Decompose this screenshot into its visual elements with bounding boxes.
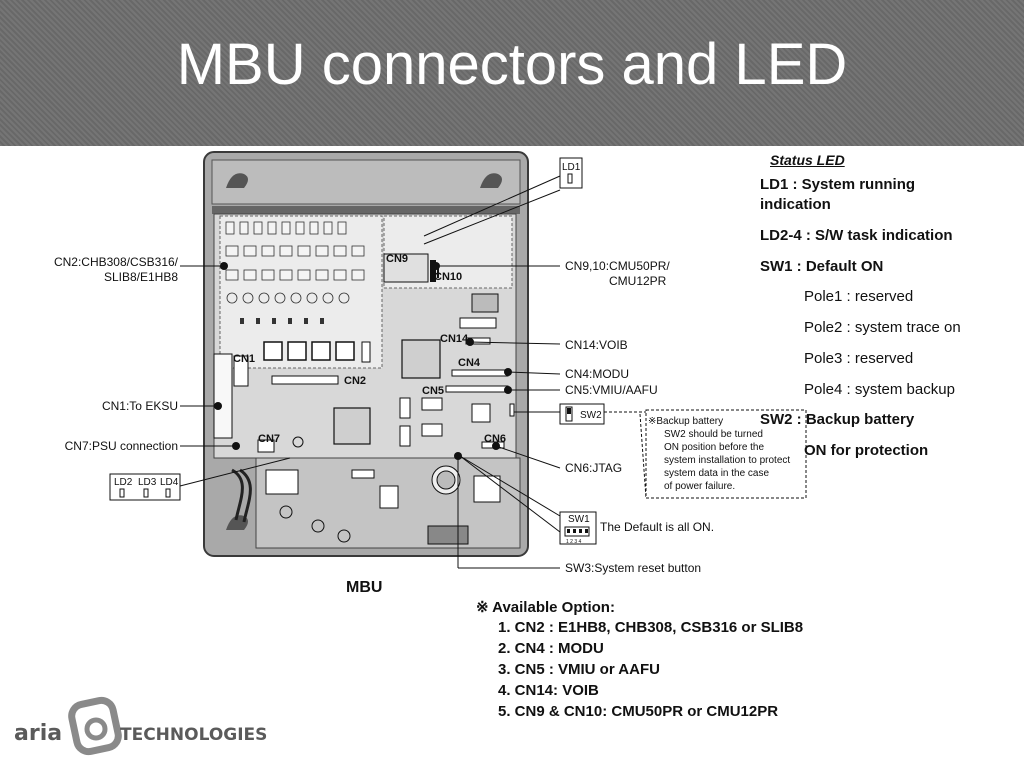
- ld3-label: LD3: [138, 477, 157, 488]
- pole-desc: Pole3 : reserved: [804, 350, 914, 367]
- cn5-chip-label: CN5: [422, 385, 444, 397]
- sw2-switch: SW2: [559, 403, 647, 499]
- board-chip-labels: CN9 CN10 CN1 CN2 CN14 CN4 CN5 CN6 CN7: [233, 253, 506, 445]
- backup-note-line: SW2 should be turned: [664, 429, 763, 440]
- cn7-chip-label: CN7: [258, 433, 280, 445]
- option-item: 2. CN4 : MODU: [498, 640, 604, 657]
- options-title: ※ Available Option:: [476, 599, 615, 616]
- pole-desc: Pole4 : system backup: [804, 381, 955, 398]
- psu-section: [231, 457, 521, 549]
- cn6-callout: CN6:JTAG: [565, 461, 622, 475]
- callout-dots: [214, 262, 512, 460]
- backup-note-line: system data in the case: [664, 468, 769, 479]
- callout-lines: [179, 175, 561, 569]
- logo-text-right: TECHNOLOGIES: [120, 725, 267, 745]
- sw1-pole-numbers: 1 2 3 4: [566, 539, 582, 545]
- ld2-4-indicators: LD2 LD3 LD4: [109, 473, 181, 501]
- backup-note-line: ※Backup battery: [648, 416, 723, 427]
- sw1-desc: SW1 : Default ON: [760, 258, 884, 275]
- callout-labels: CN2:CHB308/CSB316/ SLIB8/E1HB8 CN1:To EK…: [54, 255, 701, 596]
- sw2-label: SW2: [580, 410, 602, 421]
- sw1-switch: SW1 1 2 3 4 The Default is all ON.: [559, 511, 714, 545]
- cn14-chip-label: CN14: [440, 333, 469, 345]
- ld2-4-desc: LD2-4 : S/W task indication: [760, 227, 953, 244]
- ld2-label: LD2: [114, 477, 133, 488]
- cn14-callout: CN14:VOIB: [565, 338, 628, 352]
- status-led-heading: Status LED: [770, 152, 845, 168]
- cn5-callout: CN5:VMIU/AAFU: [565, 383, 658, 397]
- main-board: [213, 213, 517, 459]
- sw1-label: SW1: [568, 514, 590, 525]
- pole-desc: Pole2 : system trace on: [804, 319, 961, 336]
- cn9-cn10-callout: CMU12PR: [609, 274, 667, 288]
- cn2-callout: SLIB8/E1HB8: [104, 270, 178, 284]
- sw2-desc: ON for protection: [804, 442, 929, 459]
- cn9-chip-label: CN9: [386, 253, 408, 265]
- backup-note-line: system installation to protect: [664, 455, 790, 466]
- cn2-chip-label: CN2: [344, 375, 366, 387]
- cn1-callout: CN1:To EKSU: [102, 399, 178, 413]
- logo-text-left: aria: [14, 721, 62, 746]
- aria-technologies-logo: aria TECHNOLOGIES: [14, 696, 267, 756]
- pole-desc: Pole1 : reserved: [804, 288, 914, 305]
- ld4-label: LD4: [160, 477, 179, 488]
- title-banner: MBU connectors and LED: [0, 0, 1024, 146]
- ld1-desc: indication: [760, 196, 831, 213]
- cn2-callout: CN2:CHB308/CSB316/: [54, 255, 179, 269]
- backup-note-line: ON position before the: [664, 442, 764, 453]
- backup-note-line: of power failure.: [664, 481, 735, 492]
- cn9-cn10-callout: CN9,10:CMU50PR/: [565, 259, 670, 273]
- option-item: 5. CN9 & CN10: CMU50PR or CMU12PR: [498, 703, 779, 720]
- ld1-desc: LD1 : System running: [760, 176, 916, 193]
- option-item: 4. CN14: VOIB: [498, 682, 599, 699]
- cn1-chip-label: CN1: [233, 353, 255, 365]
- cn10-chip-label: CN10: [434, 271, 462, 283]
- cn4-chip-label: CN4: [458, 357, 481, 369]
- mbu-board-label: MBU: [346, 579, 382, 596]
- backup-battery-note: ※Backup battery SW2 should be turned ON …: [645, 409, 807, 499]
- cn4-callout: CN4:MODU: [565, 367, 629, 381]
- cn7-callout: CN7:PSU connection: [65, 439, 178, 453]
- ld1-indicator: LD1: [559, 157, 583, 189]
- sw1-default-label: The Default is all ON.: [600, 520, 714, 534]
- ld1-label: LD1: [562, 162, 581, 173]
- sw2-desc: SW2 : Backup battery: [760, 411, 915, 428]
- slide-title: MBU connectors and LED: [176, 32, 848, 97]
- option-item: 1. CN2 : E1HB8, CHB308, CSB316 or SLIB8: [498, 619, 804, 636]
- option-item: 3. CN5 : VMIU or AAFU: [498, 661, 660, 678]
- cn6-chip-label: CN6: [484, 433, 506, 445]
- sw3-callout: SW3:System reset button: [565, 561, 701, 575]
